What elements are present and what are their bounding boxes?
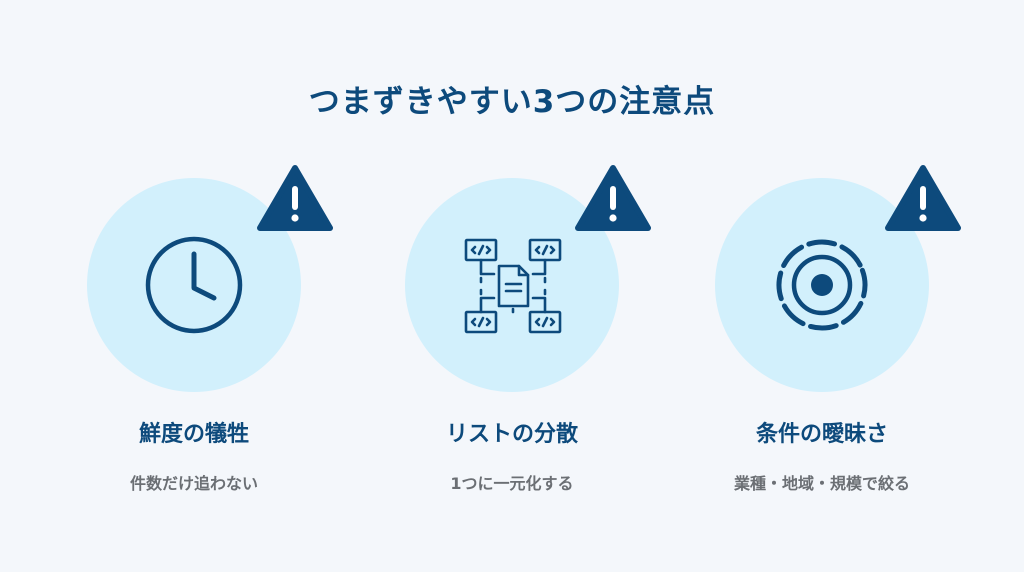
page-title: つまずきやすい3つの注意点	[308, 84, 716, 120]
caution-card-list-distribution: リストの分散 1つに一元化する	[362, 160, 662, 520]
card-title: 鮮度の犠牲	[138, 422, 249, 447]
warning-triangle-icon	[575, 165, 651, 231]
card-subtitle: 業種・地域・規模で絞る	[733, 474, 910, 493]
document-network-icon	[464, 238, 562, 334]
warning-triangle-icon	[885, 165, 961, 231]
target-icon	[776, 239, 868, 331]
card-subtitle: 1つに一元化する	[450, 474, 574, 493]
card-title: リストの分散	[445, 422, 578, 447]
clock-icon	[145, 236, 243, 334]
card-title: 条件の曖昧さ	[755, 422, 888, 447]
warning-triangle-icon	[257, 165, 333, 231]
card-subtitle: 件数だけ追わない	[129, 474, 258, 493]
caution-card-freshness: 鮮度の犠牲 件数だけ追わない	[44, 160, 344, 520]
caution-card-vague-conditions: 条件の曖昧さ 業種・地域・規模で絞る	[672, 160, 972, 520]
